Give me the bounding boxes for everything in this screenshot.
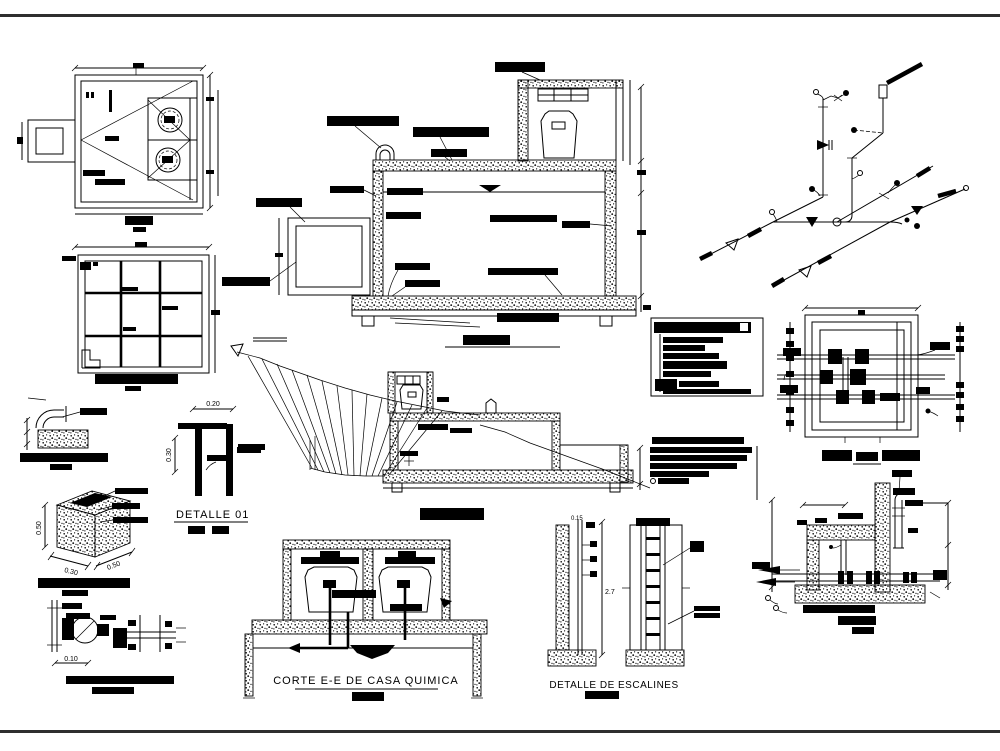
ladder-height-dim: 2.7 — [605, 589, 615, 596]
plan-view-casa-quimica — [17, 63, 219, 232]
corte-ee-section: CORTE E-E DE CASA QUIMICA — [243, 539, 488, 701]
dado-height-dim: 0.50 — [36, 521, 43, 535]
notes-block — [650, 437, 758, 500]
ladder-top-dim: 0.15 — [571, 516, 583, 522]
pump-assembly-detail: 0.10 — [47, 600, 186, 694]
ladder-detail-side: 0.15 2.7 — [547, 516, 615, 667]
corte-ee-title: CORTE E-E DE CASA QUIMICA — [273, 675, 459, 687]
detail-01-title: DETALLE 01 — [176, 509, 249, 521]
escalines-title: DETALLE DE ESCALINES — [549, 680, 678, 691]
sheet-border-top — [0, 14, 1000, 17]
isometric-piping-diagram — [698, 62, 969, 288]
concrete-dado-detail: 0.50 0.30 0.50 — [36, 488, 148, 596]
detail01-height-dim: 0.30 — [166, 448, 173, 462]
sheet-border-bottom — [0, 730, 1000, 733]
ladder-detail-front: DETALLE DE ESCALINES — [549, 518, 720, 699]
wall-piping-detail — [752, 470, 952, 634]
slope-section-view — [230, 335, 651, 520]
pump-gap-dim: 0.10 — [64, 656, 78, 663]
pipe-elbow-detail — [20, 397, 108, 470]
roof-grid-plan — [62, 242, 220, 391]
dado-width-dim: 0.50 — [106, 560, 121, 571]
dado-depth-dim: 0.30 — [64, 567, 79, 577]
piping-plan-view — [777, 304, 964, 465]
detail-01: 0.20 0.30 DETALLE 01 — [166, 401, 261, 534]
legend-box — [650, 317, 764, 397]
main-section-view — [222, 62, 651, 328]
detail01-width-dim: 0.20 — [206, 401, 220, 408]
